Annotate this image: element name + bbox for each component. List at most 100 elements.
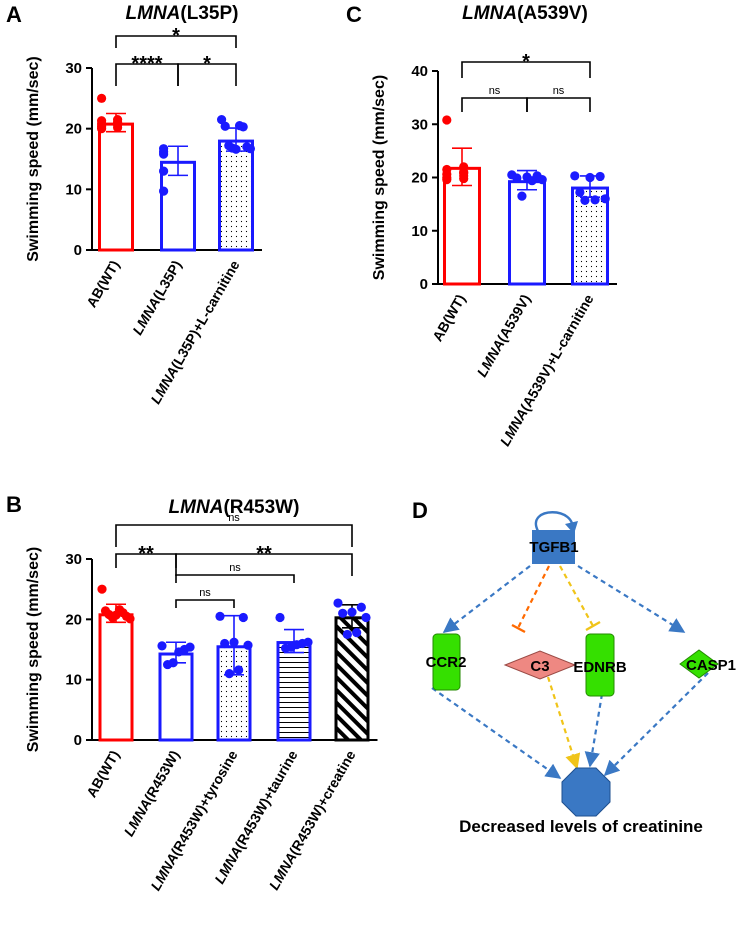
chart-b-x-category-gene: LMNA bbox=[211, 844, 245, 887]
chart-a-data-point bbox=[220, 121, 230, 131]
chart-c-data-point bbox=[600, 194, 610, 204]
edge-tgfb1-ccr2 bbox=[442, 565, 531, 633]
chart-c-y-axis-label: Swimming speed (mm/sec) bbox=[371, 75, 388, 280]
chart-a-bar bbox=[98, 122, 134, 252]
chart-b-data-point bbox=[342, 629, 352, 640]
node-ccr2-shape bbox=[432, 633, 461, 691]
chart-b-data-point bbox=[333, 598, 343, 608]
chart-b-x-category-label: LMNA(R453W) bbox=[121, 748, 183, 840]
chart-c-bar bbox=[508, 180, 546, 286]
chart-a-x-category-label: LMNA(L35P) bbox=[129, 258, 184, 338]
chart-c-data-point bbox=[537, 175, 547, 185]
chart-c-y-tick-label: 10 bbox=[411, 223, 428, 240]
chart-a-title: LMNA(L35P) bbox=[126, 3, 239, 24]
chart-b-data-point bbox=[220, 638, 230, 649]
chart-b-significance-bracket bbox=[115, 524, 353, 547]
chart-a-x-category-variant: (L35P) bbox=[149, 258, 184, 303]
chart-c-data-point bbox=[595, 171, 605, 182]
chart-b-data-point bbox=[347, 607, 357, 617]
node-tgfb1-label: TGFB1 bbox=[529, 539, 578, 556]
chart-b-x-category-gene: LMNA bbox=[121, 796, 155, 839]
chart-c-title: LMNA(A539V) bbox=[462, 3, 588, 24]
chart-b-data-point bbox=[238, 612, 248, 623]
chart-c-data-point bbox=[517, 191, 527, 201]
chart-b-significance-bracket bbox=[175, 574, 295, 583]
chart-c-significance-label: ns bbox=[489, 85, 501, 97]
chart-b-y-tick-label: 0 bbox=[74, 732, 82, 749]
chart-b-data-point bbox=[163, 659, 173, 670]
chart-a-significance-bracket bbox=[177, 63, 237, 86]
chart-b-x-category-variant: (R453W)+creatine bbox=[286, 747, 359, 857]
chart-c-data-point bbox=[585, 172, 595, 183]
chart-c-data-point bbox=[512, 173, 522, 183]
chart-b-data-point bbox=[111, 610, 121, 620]
chart-a-significance-label: * bbox=[172, 25, 180, 47]
chart-b-data-point bbox=[234, 665, 244, 675]
chart-a-data-point bbox=[97, 93, 107, 103]
chart-b-significance-label: ** bbox=[138, 543, 154, 565]
edge-ednrb-target bbox=[584, 693, 604, 768]
panel-label-a: A bbox=[6, 2, 22, 27]
chart-c-y-tick-label: 40 bbox=[411, 63, 428, 80]
chart-c-x-category-label: AB(WT) bbox=[429, 292, 469, 344]
chart-c-significance-label: * bbox=[522, 51, 530, 73]
chart-a-x-category-gene: LMNA bbox=[147, 364, 181, 407]
chart-a-data-point bbox=[245, 144, 255, 154]
chart-b-x-category-variant: (R453W)+tyrosine bbox=[167, 747, 240, 858]
chart-a-data-point bbox=[159, 166, 169, 176]
chart-c-x-category-variant: (A539V) bbox=[494, 292, 534, 345]
chart-c-y-tick-label: 20 bbox=[411, 170, 428, 187]
chart-a-data-point bbox=[231, 144, 241, 154]
node-ednrb-label: EDNRB bbox=[573, 659, 627, 676]
panel-label-b: B bbox=[6, 492, 22, 517]
chart-a-data-point bbox=[238, 122, 248, 132]
chart-a-y-tick-label: 0 bbox=[74, 242, 82, 259]
chart-a-y-tick-label: 20 bbox=[65, 121, 82, 138]
chart-b-data-point bbox=[174, 647, 184, 657]
chart-b-data-point bbox=[356, 602, 366, 612]
chart-b-x-category-variant: (R453W)+taurine bbox=[231, 747, 300, 851]
chart-b-significance-label: ** bbox=[256, 543, 272, 565]
chart-a-data-point bbox=[97, 124, 107, 134]
chart-b-y-tick-label: 10 bbox=[65, 672, 82, 689]
chart-b-y-tick-label: 30 bbox=[65, 551, 82, 568]
edge-tgfb1-c3-bar bbox=[511, 623, 526, 634]
edge-ccr2-target bbox=[431, 687, 562, 779]
chart-c-significance-bracket bbox=[526, 97, 591, 112]
node-casp1-label: CASP1 bbox=[686, 657, 736, 674]
chart-c-significance-bracket bbox=[461, 97, 528, 112]
chart-b-data-point bbox=[352, 628, 362, 638]
chart-b-x-category-gene: LMNA bbox=[266, 850, 300, 893]
chart-a-title-variant: (L35P) bbox=[180, 3, 238, 24]
chart-a-y-axis-label: Swimming speed (mm/sec) bbox=[25, 56, 42, 261]
node-ccr2-label: CCR2 bbox=[426, 654, 467, 671]
chart-c-x-category-gene: LMNA bbox=[497, 406, 531, 449]
chart-b-x-category-variant: (R453W) bbox=[141, 748, 183, 805]
chart-a-x-category-variant: AB(WT) bbox=[83, 258, 123, 310]
chart-a-title-gene: LMNA bbox=[126, 3, 181, 24]
chart-c-data-point bbox=[459, 168, 469, 178]
chart-b-data-point bbox=[229, 637, 239, 647]
node-tgfb1-shape bbox=[532, 530, 575, 564]
chart-b-x-category-variant: AB(WT) bbox=[83, 748, 123, 800]
chart-b-data-point bbox=[275, 612, 285, 623]
panel-label-d: D bbox=[412, 498, 428, 523]
chart-b-significance-label: ns bbox=[229, 562, 241, 574]
chart-c-x-category-label: LMNA(A539V) bbox=[473, 292, 533, 380]
chart-b-data-point bbox=[224, 669, 234, 679]
chart-c-bar bbox=[571, 186, 609, 286]
chart-b-x-category-gene: LMNA bbox=[147, 850, 181, 893]
chart-a-y-tick-label: 30 bbox=[65, 60, 82, 77]
chart-a-data-point bbox=[159, 149, 169, 159]
chart-c-significance-bracket bbox=[461, 61, 591, 78]
node-ednrb-shape bbox=[585, 633, 615, 697]
chart-b-data-point bbox=[97, 584, 107, 594]
node-casp1-shape bbox=[679, 649, 719, 679]
chart-b-data-point bbox=[125, 614, 135, 624]
chart-b-title-variant: (R453W) bbox=[223, 497, 299, 518]
chart-b-data-point bbox=[215, 611, 225, 621]
chart-b-data-point bbox=[157, 641, 167, 651]
chart-b-y-tick-label: 20 bbox=[65, 611, 82, 628]
